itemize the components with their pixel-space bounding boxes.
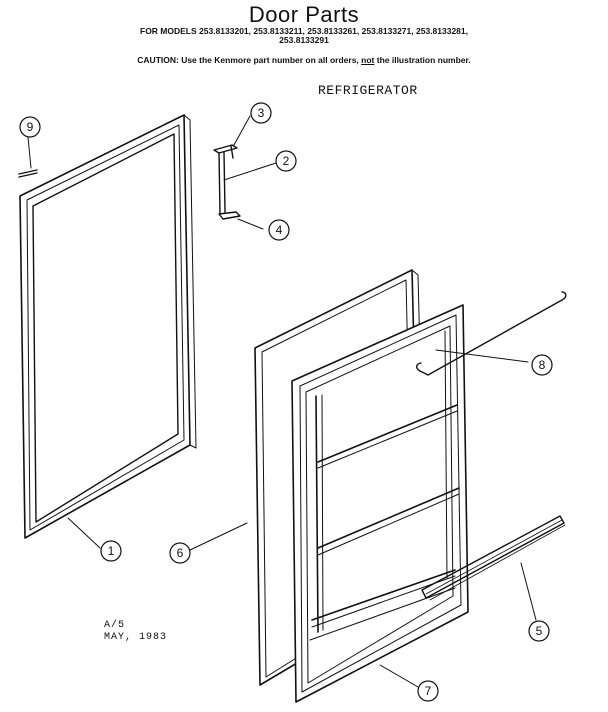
footnote-line-2: MAY, 1983 xyxy=(104,632,168,643)
callout-circle-8 xyxy=(531,354,553,376)
section-label: REFRIGERATOR xyxy=(318,83,418,98)
page-title: Door Parts xyxy=(248,2,360,27)
callout-circle-6 xyxy=(169,542,191,564)
models-line-2: 253.8133291 xyxy=(279,35,329,45)
callout-circle-1 xyxy=(100,540,122,562)
caution-suffix: the illustration number. xyxy=(374,55,471,65)
callout-label-1: 1 xyxy=(108,544,115,558)
caution-not: not xyxy=(361,55,375,65)
callout-circle-3 xyxy=(250,102,272,124)
trim-strip xyxy=(421,515,566,601)
footnote-line-1: A/5 xyxy=(104,620,126,631)
models-list: FOR MODELS 253.8133201, 253.8133211, 253… xyxy=(0,27,608,45)
callout-circle-4 xyxy=(268,219,290,241)
pin-part-9 xyxy=(18,169,38,178)
leader-lines xyxy=(27,115,537,688)
door-gasket-left xyxy=(19,114,197,539)
callout-label-9: 9 xyxy=(27,120,34,134)
callout-label-4: 4 xyxy=(276,223,283,237)
callout-label-2: 2 xyxy=(283,154,290,168)
caution-note: CAUTION: Use the Kenmore part number on … xyxy=(0,55,608,65)
wire-rod xyxy=(416,291,567,376)
callout-circles xyxy=(19,102,553,702)
footnote: A/5 MAY, 1983 xyxy=(104,620,167,644)
callout-circle-5 xyxy=(528,620,550,642)
door-panel xyxy=(291,304,469,703)
models-line-1: FOR MODELS 253.8133201, 253.8133211, 253… xyxy=(140,26,468,36)
callout-label-6: 6 xyxy=(177,546,184,560)
callout-label-3: 3 xyxy=(258,106,265,120)
callout-label-5: 5 xyxy=(536,624,543,638)
callout-circle-2 xyxy=(275,150,297,172)
callout-label-7: 7 xyxy=(425,684,432,698)
callout-circle-9 xyxy=(19,116,41,138)
callout-label-8: 8 xyxy=(539,358,546,372)
callout-circle-7 xyxy=(417,680,439,702)
hinge-bracket xyxy=(213,144,241,220)
caution-prefix: CAUTION: Use the Kenmore part number on … xyxy=(137,55,362,65)
